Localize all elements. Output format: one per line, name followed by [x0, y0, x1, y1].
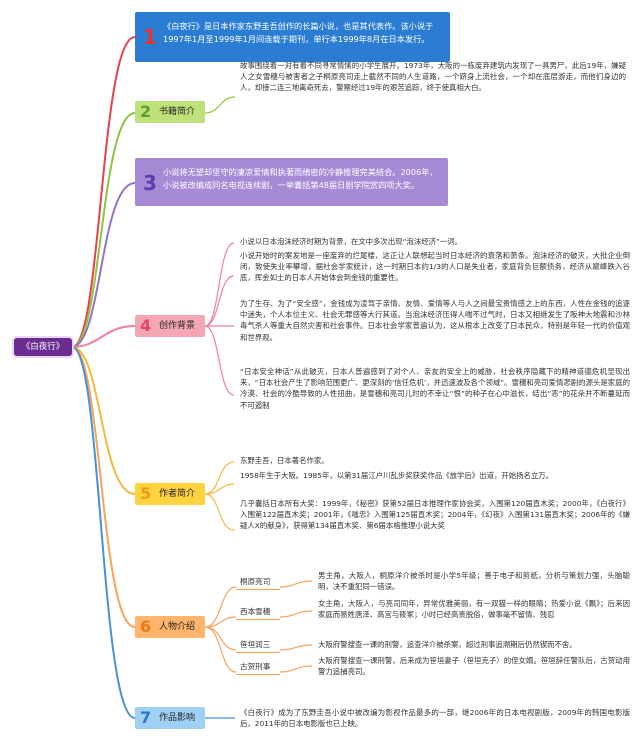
branch-4-para-4: “日本安全神话”从此破灭，日本人普遍感到了对个人、亲友的安全上的威胁，社会秩序隐…	[240, 367, 630, 410]
branch-6-label: 人物介绍	[159, 622, 196, 632]
branch-3-text: 小说将无望却坚守的凄凉爱情和执著而缜密的冷静推理完美结合。2006年，小说被改编…	[163, 167, 438, 190]
branch-2-number: 2	[140, 102, 152, 121]
branch-1-text: 《白夜行》是日本作家东野圭吾创作的长篇小说，也是其代表作。该小说于1997年1月…	[163, 21, 434, 44]
branch-1-box[interactable]: 1 《白夜行》是日本作家东野圭吾创作的长篇小说，也是其代表作。该小说于1997年…	[135, 12, 450, 62]
branch-4-number: 4	[140, 316, 152, 335]
connector-6	[71, 346, 136, 628]
branch-6-topic[interactable]: 6 人物介绍	[135, 616, 205, 638]
branch-3-number: 3	[143, 171, 157, 195]
connector-7	[71, 346, 136, 719]
person-4-name[interactable]: 古贺刑事	[240, 662, 271, 671]
root-node[interactable]: 《白夜行》	[14, 338, 72, 356]
branch-5-para-2: 1958年生于大阪。1985年，以第31届江户川乱步奖获奖作品《放学后》出道，开…	[240, 471, 554, 480]
branch-7-number: 7	[140, 708, 152, 727]
person-4-underline	[236, 674, 280, 675]
branch-6-number: 6	[140, 617, 152, 636]
connector-4	[71, 325, 136, 348]
person-3-underline	[236, 652, 280, 653]
branch-4-para-3: 为了生存、为了“安全感”，金钱成为凌驾于亲情、友情、爱情等人与人之间最宝贵情感之…	[240, 299, 630, 342]
person-4-desc: 大阪府警搜查一课刑警，后来成为笹垣妻子（笹垣克子）的侄女婿。笹垣辞任警队后，古贺…	[318, 656, 630, 677]
person-3-desc: 大阪府警搜查一课的刑警，追查洋介被杀案，超过刑事追溯期后仍然锲而不舍。	[318, 640, 577, 649]
branch-1-number: 1	[143, 25, 157, 49]
branch-5-label: 作者简介	[159, 489, 196, 499]
branch-7-text: 《白夜行》成为了东野圭吾小说中被改编为影视作品最多的一部，继2006年的日本电视…	[240, 708, 630, 729]
branch-4-para-1: 小说以日本泡沫经济时期为背景，在文中多次出现“泡沫经济”一词。	[240, 237, 462, 246]
branch-5-para-1: 东野圭吾，日本著名作家。	[240, 456, 329, 465]
branch-2-label: 书籍简介	[159, 107, 196, 117]
connector-2	[71, 112, 136, 348]
branch-4-topic[interactable]: 4 创作背景	[135, 315, 205, 337]
person-1-desc: 男主角，大阪人，桐原洋介被杀时是小学5年级；善于电子和剪纸，分析与策划力强，头脑…	[318, 571, 630, 592]
connector-1	[71, 36, 136, 348]
branch-7-label: 作品影响	[159, 713, 196, 723]
branch-4-para-2: 小说开始时的案发地是一座废弃的烂尾楼，这正让人联想起当时日本经济的衰落和萧条。泡…	[240, 251, 630, 283]
connector-5	[71, 346, 136, 495]
person-2-name[interactable]: 西本雪穗	[240, 607, 271, 616]
connector-3	[71, 182, 136, 348]
person-1-underline	[236, 589, 280, 590]
person-2-underline	[236, 619, 280, 620]
person-2-desc: 女主角，大阪人，与亮司同年，异常优雅美丽，有一双猫一样的眼睛；热爱小说《飘》；后…	[318, 599, 630, 620]
branch-7-topic[interactable]: 7 作品影响	[135, 707, 205, 729]
branch-5-number: 5	[140, 484, 152, 503]
branch-2-text: 故事围绕着一对有着不同寻常情愫的小学生展开。1973年，大阪的一栋废弃建筑内发现…	[240, 61, 626, 93]
branch-5-topic[interactable]: 5 作者简介	[135, 483, 205, 505]
branch-3-box[interactable]: 3 小说将无望却坚守的凄凉爱情和执著而缜密的冷静推理完美结合。2006年，小说被…	[135, 158, 448, 206]
branch-2-topic[interactable]: 2 书籍简介	[135, 101, 205, 123]
branch-5-para-3: 几乎囊括日本所有大奖：1999年，《秘密》获第52届日本推理作家协会奖，入围第1…	[240, 499, 630, 531]
person-1-name[interactable]: 桐原亮司	[240, 577, 271, 586]
branch-4-label: 创作背景	[159, 321, 196, 331]
person-3-name[interactable]: 笹垣润三	[240, 640, 271, 649]
